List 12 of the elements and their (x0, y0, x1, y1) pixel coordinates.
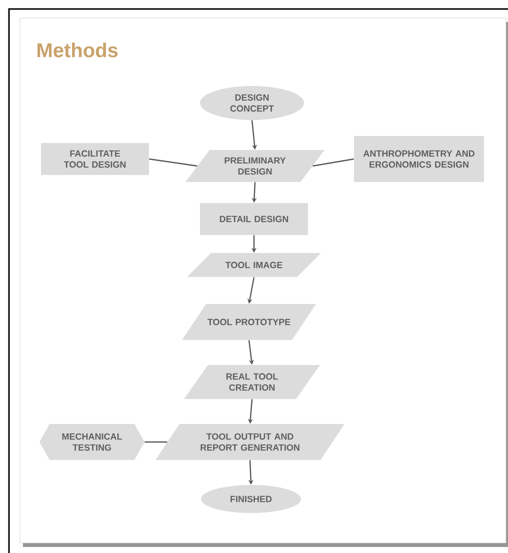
process-box: DETAIL DESIGN (200, 203, 308, 235)
io-parallelogram: TOOL OUTPUT AND REPORT GENERATION (156, 424, 344, 460)
connector-line (149, 158, 198, 167)
connector-line (312, 158, 354, 167)
process-box: ANTHROPHOMETRY AND ERGONOMICS DESIGN (354, 136, 484, 182)
io-parallelogram: TOOL IMAGE (187, 253, 321, 277)
io-parallelogram: PRELIMINARY DESIGN (186, 150, 324, 182)
process-box: FACILITATE TOOL DESIGN (41, 143, 149, 175)
connector-line (144, 441, 168, 443)
title: Methods (38, 42, 118, 58)
io-parallelogram: TOOL PROTOTYPE (182, 304, 316, 340)
io-parallelogram: REAL TOOL CREATION (184, 365, 320, 399)
